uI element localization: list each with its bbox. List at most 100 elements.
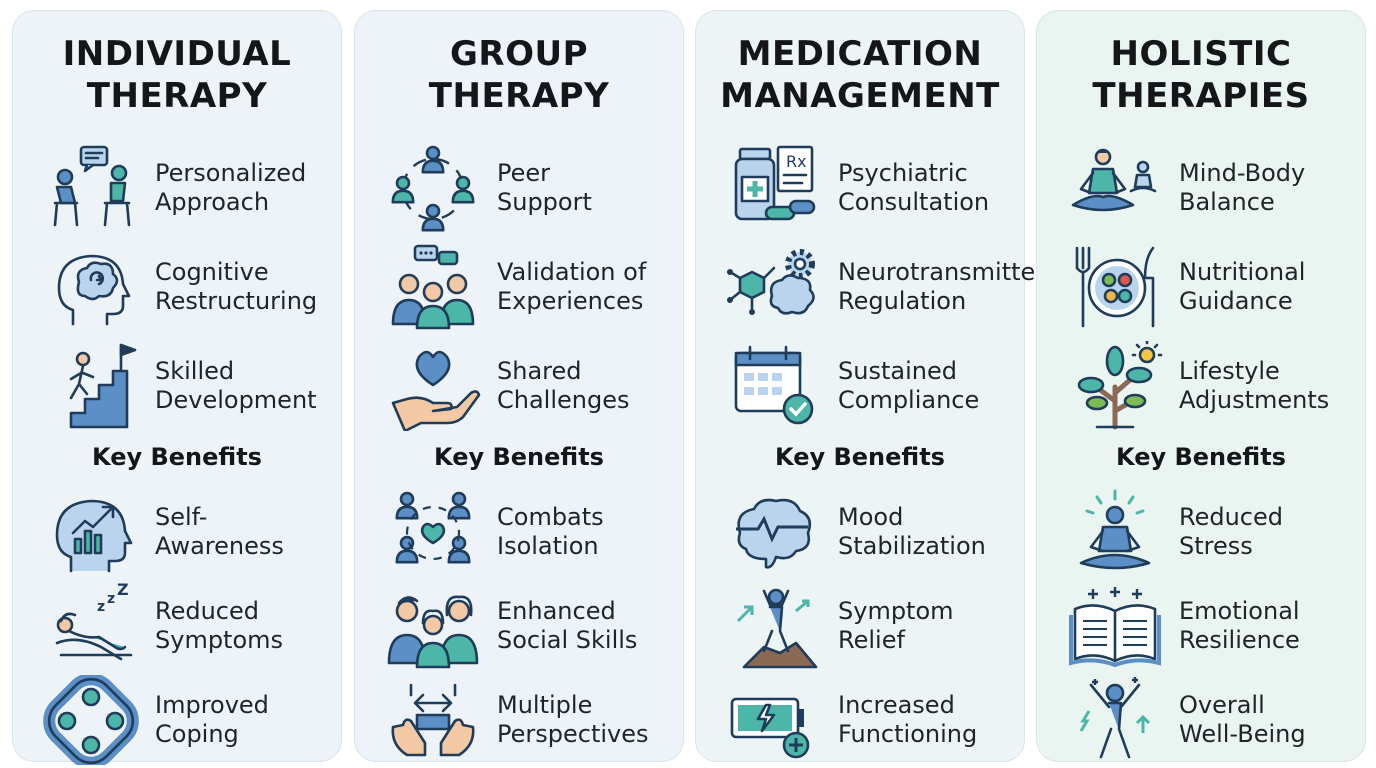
- label-line: Emotional: [1179, 597, 1300, 625]
- brain-pulse-icon: [726, 487, 822, 577]
- label-line: Resilience: [1179, 626, 1300, 654]
- hand-heart-icon: [385, 341, 481, 431]
- title-line: GROUP: [449, 34, 589, 74]
- label-line: Cognitive: [155, 258, 269, 286]
- meditation-icon: [1067, 143, 1163, 233]
- interlocked-rings-icon: [43, 675, 139, 765]
- svg-text:z: z: [97, 599, 105, 615]
- title-line: THERAPY: [428, 76, 610, 116]
- title-line: THERAPIES: [1092, 76, 1310, 116]
- label-line: Combats: [497, 503, 604, 531]
- key-benefits-heading: Key Benefits: [1116, 443, 1286, 471]
- label-line: Isolation: [497, 532, 599, 560]
- label-line: Approach: [155, 188, 270, 216]
- item-label: Self-Awareness: [155, 503, 284, 561]
- conversation-icon: [43, 143, 139, 233]
- label-line: Peer: [497, 159, 551, 187]
- benefit-item: Self-Awareness: [13, 487, 341, 577]
- label-line: Adjustments: [1179, 386, 1330, 414]
- pill-bottle-icon: Rx: [726, 143, 822, 233]
- label-line: Stress: [1179, 532, 1253, 560]
- label-line: Reduced: [155, 597, 260, 625]
- label-line: Experiences: [497, 287, 644, 315]
- label-line: Validation of: [497, 258, 647, 286]
- svg-text:Rx: Rx: [786, 152, 807, 171]
- connected-people-heart-icon: [385, 487, 481, 577]
- label-line: Well-Being: [1179, 720, 1306, 748]
- tree-sun-icon: [1067, 341, 1163, 431]
- people-circle-icon: [385, 143, 481, 233]
- label-line: Compliance: [838, 386, 980, 414]
- label-line: Consultation: [838, 188, 990, 216]
- triumphant-person-icon: [726, 581, 822, 671]
- svg-text:Z: Z: [117, 581, 129, 599]
- hands-arrows-icon: [385, 675, 481, 765]
- battery-charge-icon: [726, 675, 822, 765]
- label-line: Multiple: [497, 691, 593, 719]
- label-line: Social Skills: [497, 626, 638, 654]
- label-line: Relief: [838, 626, 905, 654]
- label-line: Shared: [497, 357, 582, 385]
- title-line: THERAPY: [86, 76, 268, 116]
- key-benefits-heading: Key Benefits: [434, 443, 604, 471]
- label-line: Challenges: [497, 386, 630, 414]
- label-line: Nutritional: [1179, 258, 1306, 286]
- title-line: MEDICATION: [737, 34, 983, 74]
- svg-text:z: z: [107, 591, 115, 607]
- label-line: Functioning: [838, 720, 978, 748]
- label-line: Enhanced: [497, 597, 616, 625]
- title-line: INDIVIDUAL: [62, 34, 292, 74]
- label-line: Personalized: [155, 159, 307, 187]
- head-brain-icon: [43, 242, 139, 332]
- label-line: Stabilization: [838, 532, 986, 560]
- calm-meditation-icon: [1067, 487, 1163, 577]
- climbing-stairs-icon: [43, 341, 139, 431]
- label-line: Sustained: [838, 357, 957, 385]
- healthy-plate-icon: [1067, 242, 1163, 332]
- group-chat-icon: [385, 242, 481, 332]
- label-line: Mind-Body: [1179, 159, 1306, 187]
- label-line: Lifestyle: [1179, 357, 1280, 385]
- title-line: MANAGEMENT: [720, 76, 1000, 116]
